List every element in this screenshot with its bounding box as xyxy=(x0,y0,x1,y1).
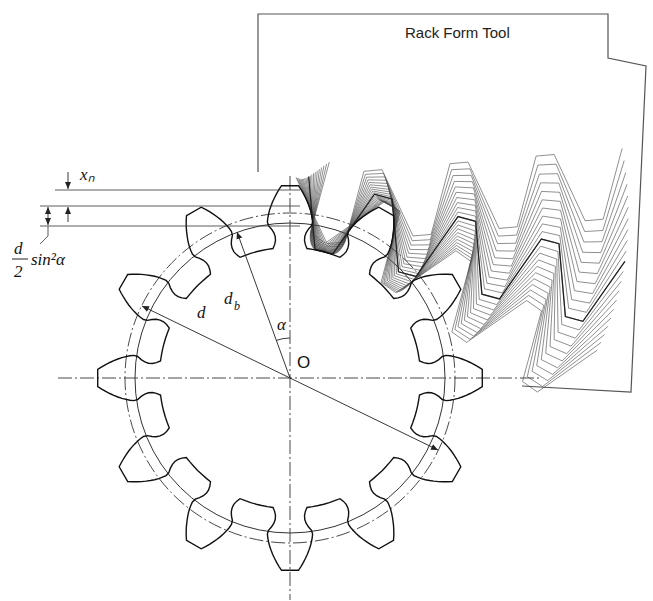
diameter-label: d xyxy=(197,304,206,321)
rack-position-line xyxy=(305,178,628,293)
rack-position-line xyxy=(296,149,622,244)
rack-position-line xyxy=(310,169,611,368)
base-diameter-line xyxy=(237,232,290,378)
tool-label: Rack Form Tool xyxy=(405,24,510,41)
dimension-line xyxy=(40,206,300,207)
dimension-line xyxy=(55,190,300,191)
dimension-arrow xyxy=(48,207,49,216)
rack-position-line xyxy=(307,177,626,312)
rack-position-line xyxy=(312,173,619,346)
generated-geometry xyxy=(98,149,629,571)
diameter-label: d xyxy=(224,290,233,307)
dimension-arrow xyxy=(68,207,69,222)
diameter-line xyxy=(290,378,438,450)
center-line xyxy=(58,378,540,379)
gear-profile xyxy=(98,186,483,571)
dimension-label: xₙ xyxy=(80,166,95,183)
rack-tool-box: Rack Form Tool xyxy=(258,14,608,62)
rack-position-line xyxy=(301,179,628,263)
leader-line xyxy=(40,226,48,244)
center-label: O xyxy=(297,354,310,371)
rack-position-line xyxy=(297,161,624,246)
rack-position-line xyxy=(302,179,628,274)
rack-position-line xyxy=(309,177,625,322)
center-line xyxy=(290,176,291,600)
diameter-subscript: b xyxy=(234,300,240,312)
dimension-label: d xyxy=(14,240,23,257)
fraction-bar xyxy=(12,259,28,260)
dimension-arrow xyxy=(48,216,49,225)
rack-position-line xyxy=(306,178,627,303)
dimension-label: sin²α xyxy=(31,251,65,268)
dimension-arrow xyxy=(68,172,69,189)
dimension-line xyxy=(40,226,300,227)
angle-arc xyxy=(276,338,290,340)
angle-label: α xyxy=(277,316,286,333)
rack-position-line xyxy=(309,177,625,322)
pitch-circle xyxy=(125,213,455,543)
dimension-label: 2 xyxy=(14,263,23,280)
rack-position-line xyxy=(310,166,605,381)
rack-tool-outline xyxy=(258,14,646,392)
